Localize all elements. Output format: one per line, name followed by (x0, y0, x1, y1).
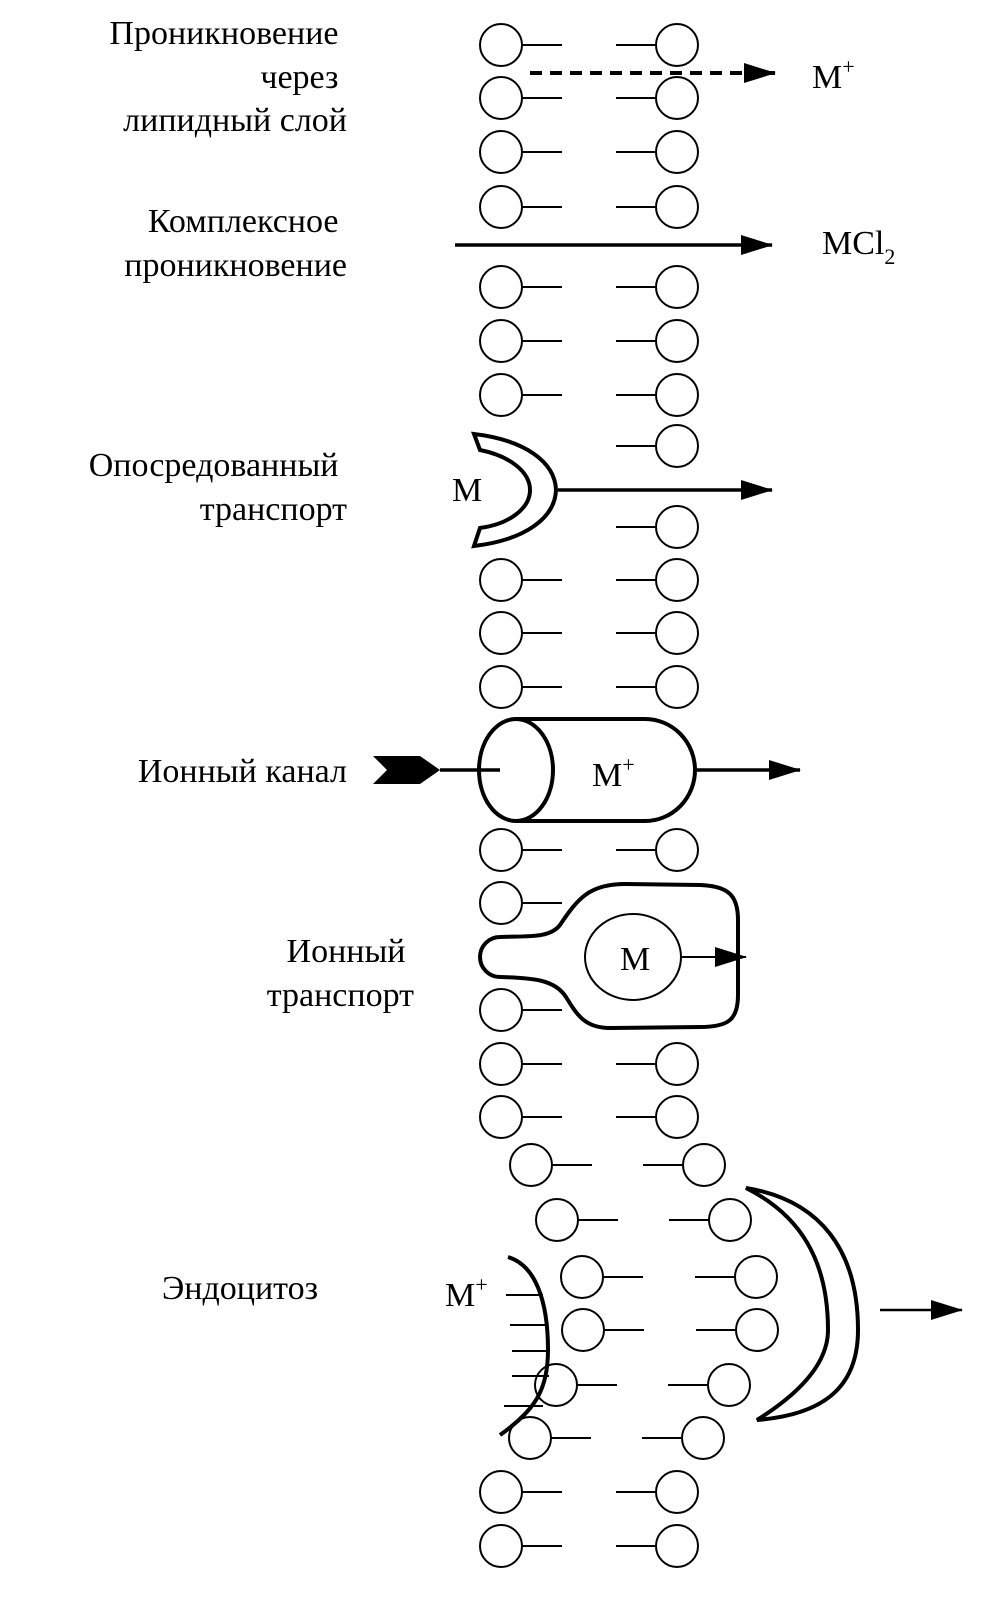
lipid-bilayer (479, 23, 779, 1568)
lipid-head (479, 265, 523, 309)
lipid-head (479, 665, 523, 709)
endocytic-vesicle-crescent (745, 1186, 861, 1422)
lipid-head (479, 611, 523, 655)
endocytic-vesicle-left (498, 1255, 551, 1437)
label-mediated-transport: Опосредованный транспорт (89, 447, 347, 528)
lipid-head (479, 1095, 523, 1139)
lipid-head (479, 1524, 523, 1568)
label-ion-transport: Ионный транспорт (267, 933, 414, 1014)
lipid-head (655, 424, 699, 468)
lipid-head (479, 1042, 523, 1086)
lipid-head (655, 373, 699, 417)
lipid-head (479, 1470, 523, 1514)
lipid-head (655, 185, 699, 229)
lipid-head (655, 76, 699, 120)
lipid-head (560, 1255, 604, 1299)
lipid-head (655, 828, 699, 872)
lipid-head (735, 1308, 779, 1352)
lipid-head (734, 1255, 778, 1299)
mcl2-complex: MCl2 (822, 225, 895, 269)
lipid-head (707, 1363, 751, 1407)
m-plus-endo: M+ (445, 1272, 488, 1314)
lipid-head (655, 1524, 699, 1568)
lipid-head (655, 319, 699, 363)
lipid-head (479, 319, 523, 363)
lipid-head (479, 76, 523, 120)
lipid-head (479, 828, 523, 872)
lipid-head (655, 611, 699, 655)
m-carrier: M (452, 472, 482, 509)
vesicle-bristles (504, 1294, 549, 1407)
m-plus-channel: M+ (592, 752, 635, 794)
lipid-head (655, 665, 699, 709)
lipid-head (479, 881, 523, 925)
lipid-head (509, 1143, 553, 1187)
m-transport: M (620, 941, 650, 978)
label-complex-permeation: Комплексное проникновение (124, 203, 347, 284)
label-lipid-permeation: Проникновение через липидный слой (109, 15, 347, 139)
lipid-head (708, 1198, 752, 1242)
lipid-head (655, 505, 699, 549)
lipid-head (655, 1095, 699, 1139)
channel-cylinder (516, 717, 697, 823)
chevron-arrow-icon (373, 756, 440, 784)
lipid-head (479, 988, 523, 1032)
lipid-head (479, 185, 523, 229)
lipid-head (682, 1143, 726, 1187)
label-ion-channel: Ионный канал (138, 753, 347, 790)
lipid-head (655, 558, 699, 602)
lipid-head (655, 23, 699, 67)
lipid-head (479, 23, 523, 67)
lipid-head (561, 1308, 605, 1352)
label-endocytosis: Эндоцитоз (162, 1270, 318, 1307)
lipid-head (681, 1416, 725, 1460)
lipid-head (479, 373, 523, 417)
lipid-head (479, 558, 523, 602)
lipid-head (655, 265, 699, 309)
lipid-head (655, 1042, 699, 1086)
lipid-head (479, 130, 523, 174)
carrier-protein (470, 431, 559, 549)
lipid-head (535, 1198, 579, 1242)
lipid-head (655, 130, 699, 174)
lipid-head (655, 1470, 699, 1514)
m-plus-ion: M+ (812, 54, 855, 96)
